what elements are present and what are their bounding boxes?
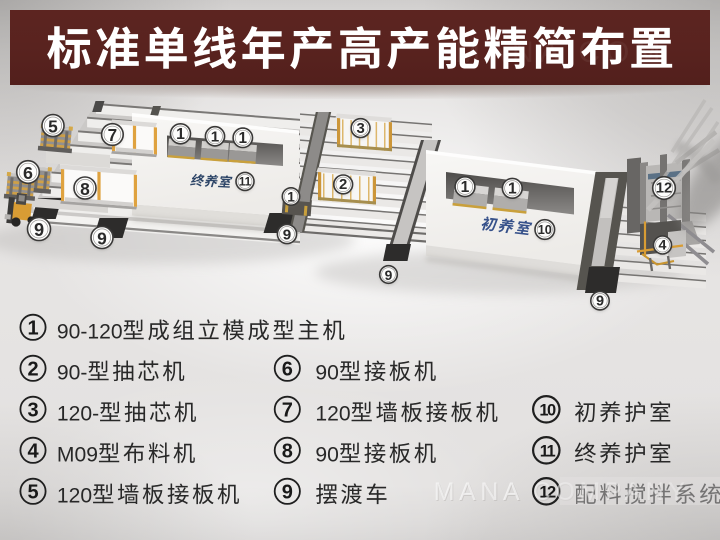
svg-text:7: 7 xyxy=(282,400,293,422)
svg-text:90-120: 90-120 xyxy=(57,320,123,343)
svg-text:12: 12 xyxy=(539,483,556,501)
svg-text:8: 8 xyxy=(80,179,90,199)
svg-text:120-: 120- xyxy=(57,402,99,425)
svg-text:6: 6 xyxy=(282,359,293,381)
svg-text:1: 1 xyxy=(27,318,38,340)
svg-text:8: 8 xyxy=(282,441,293,463)
svg-text:9: 9 xyxy=(34,220,44,240)
svg-text:6: 6 xyxy=(23,163,33,183)
svg-text:10: 10 xyxy=(538,223,552,237)
svg-text:COMPANY: COMPANY xyxy=(534,479,691,507)
svg-text:9: 9 xyxy=(283,226,291,243)
svg-text:MANA: MANA xyxy=(434,478,525,506)
svg-text:1: 1 xyxy=(176,126,185,143)
svg-text:1: 1 xyxy=(287,190,295,205)
svg-text:3: 3 xyxy=(27,400,38,422)
svg-text:MANA COM: MANA COM xyxy=(455,36,666,69)
svg-text:90: 90 xyxy=(315,361,338,384)
svg-text:9: 9 xyxy=(97,228,107,248)
svg-text:5: 5 xyxy=(48,116,58,136)
svg-text:90: 90 xyxy=(315,443,338,466)
svg-text:12: 12 xyxy=(656,181,672,197)
svg-text:10: 10 xyxy=(539,401,556,419)
svg-text:120: 120 xyxy=(315,402,350,425)
svg-text:5: 5 xyxy=(27,482,38,504)
svg-text:M09: M09 xyxy=(57,443,98,466)
svg-text:2: 2 xyxy=(27,359,38,381)
svg-text:11: 11 xyxy=(540,442,556,460)
svg-text:1: 1 xyxy=(211,129,220,146)
svg-text:9: 9 xyxy=(385,267,393,283)
svg-text:1: 1 xyxy=(239,130,248,147)
svg-text:9: 9 xyxy=(282,482,293,504)
svg-text:90-: 90- xyxy=(57,361,88,384)
svg-text:120: 120 xyxy=(57,484,92,507)
svg-text:7: 7 xyxy=(108,126,118,145)
svg-text:9: 9 xyxy=(596,293,604,309)
svg-text:3: 3 xyxy=(356,121,364,137)
svg-text:MANA: MANA xyxy=(435,479,526,507)
svg-text:4: 4 xyxy=(27,441,39,463)
svg-text:2: 2 xyxy=(339,177,347,193)
svg-text:1: 1 xyxy=(508,181,517,198)
svg-text:1: 1 xyxy=(461,179,470,196)
svg-text:11: 11 xyxy=(239,175,252,188)
svg-text:4: 4 xyxy=(659,238,667,254)
svg-text:COMPANY: COMPANY xyxy=(533,478,690,506)
